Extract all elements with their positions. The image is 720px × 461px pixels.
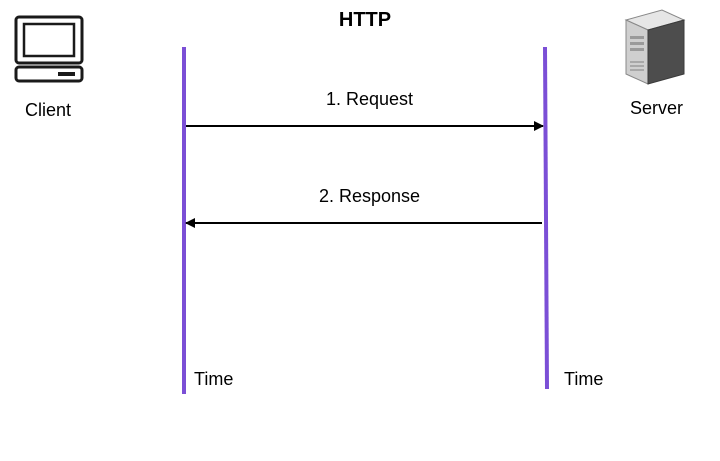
response-label: 2. Response bbox=[319, 186, 421, 206]
request-label: 1. Request bbox=[326, 89, 414, 109]
server-tower-icon bbox=[624, 9, 686, 85]
client-label: Client bbox=[25, 100, 72, 120]
diagram-title: HTTP bbox=[338, 9, 392, 31]
server-lifeline bbox=[543, 46, 549, 390]
server-label: Server bbox=[630, 98, 684, 118]
client-time-label: Time bbox=[194, 369, 234, 389]
server-time-label: Time bbox=[564, 369, 604, 389]
desktop-computer-icon bbox=[14, 15, 84, 83]
